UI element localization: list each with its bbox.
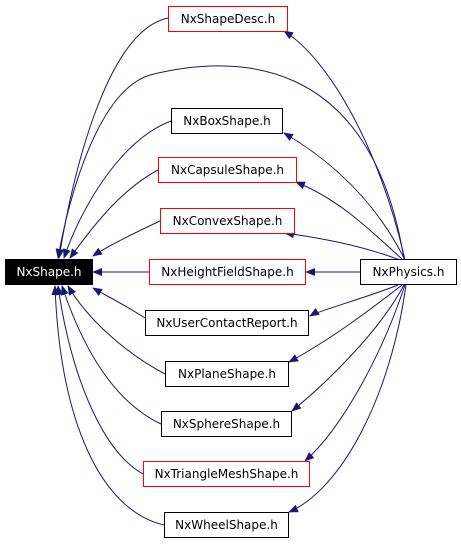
edge-root-to-current-top [55,65,405,260]
file-node-nxheightfieldshape[interactable]: NxHeightFieldShape.h [149,259,306,285]
file-node-label: NxWheelShape.h [175,518,278,532]
file-node-label: NxTriangleMeshShape.h [154,467,299,481]
edge-root-to-boxshape [283,132,406,261]
edge-shapedesc-to-current [56,17,169,259]
file-node-label: NxConvexShape.h [172,214,283,228]
file-node-nxcapsuleshape[interactable]: NxCapsuleShape.h [158,157,297,183]
file-node-label: NxSphereShape.h [172,417,281,431]
edge-root-to-shapedesc [283,30,406,261]
edge-capsuleshape-to-current [69,169,159,259]
file-node-label: NxBoxShape.h [183,114,271,128]
file-node-label: NxPlaneShape.h [178,367,276,381]
file-node-nxconvexshape[interactable]: NxConvexShape.h [160,208,295,234]
current-file-label: NxShape.h [16,265,82,279]
file-node-nxplaneshape[interactable]: NxPlaneShape.h [165,361,289,387]
file-node-nxtrianglemeshshape[interactable]: NxTriangleMeshShape.h [143,461,310,487]
file-node-nxsphereshape[interactable]: NxSphereShape.h [161,411,292,437]
file-node-label: NxShapeDesc.h [180,12,276,26]
edge-sphereshape-to-current [61,285,162,425]
file-node-label: NxUserContactReport.h [156,316,298,330]
edge-root-to-wheelshape [288,284,407,513]
edge-planeshape-to-current [67,285,166,375]
edge-convexshape-to-current [92,220,161,257]
file-node-label: NxCapsuleShape.h [171,163,284,177]
edge-root-to-planeshape [288,284,403,363]
edge-root-to-trianglemeshshape [304,284,406,462]
root-file-node[interactable]: NxPhysics.h [360,259,457,285]
root-file-label: NxPhysics.h [372,265,445,279]
edge-wheelshape-to-current [51,285,165,526]
current-file-node: NxShape.h [5,259,93,285]
file-node-nxusercontactreport[interactable]: NxUserContactReport.h [145,310,309,336]
edge-boxshape-to-current [63,120,172,259]
edge-usercontactreport-to-current [92,287,146,319]
file-node-label: NxHeightFieldShape.h [161,265,294,279]
file-node-nxboxshape[interactable]: NxBoxShape.h [171,108,283,134]
edge-root-to-capsuleshape [295,181,404,261]
edge-root-to-sphereshape [291,284,405,412]
file-node-nxshapedesc[interactable]: NxShapeDesc.h [168,6,288,32]
edge-trianglemeshshape-to-current [55,285,144,475]
file-node-nxwheelshape[interactable]: NxWheelShape.h [164,512,289,538]
edge-root-to-convexshape [284,230,401,261]
edge-root-to-usercontactreport [309,284,399,317]
